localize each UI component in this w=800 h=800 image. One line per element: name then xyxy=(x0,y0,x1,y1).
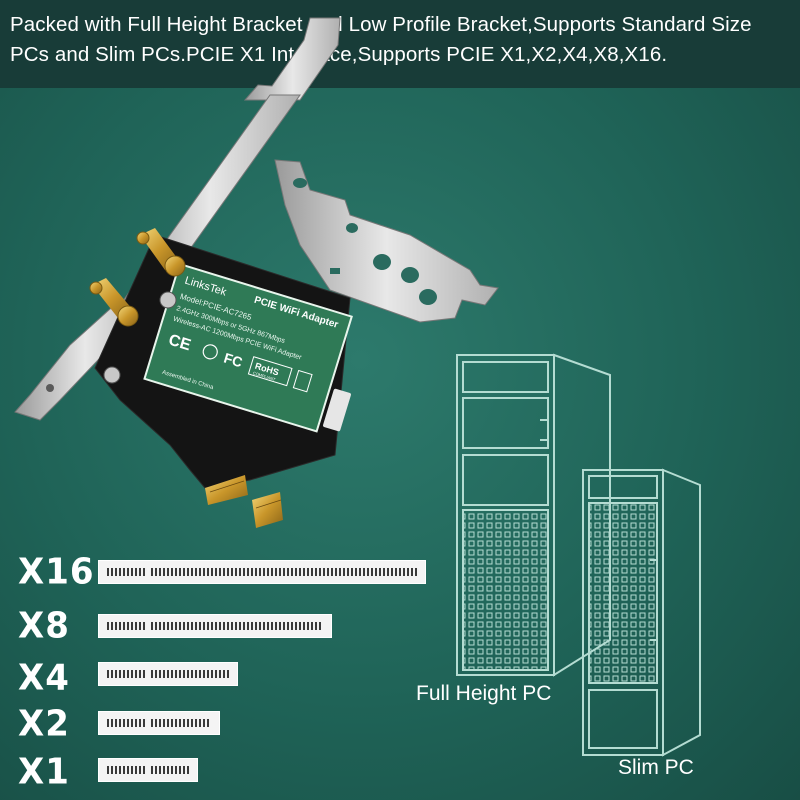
screw xyxy=(159,291,177,309)
rohs-compliant: COMPLIANT xyxy=(252,370,276,382)
full-height-pc xyxy=(456,353,611,677)
wifi-card: LinksTek PCIE WiFi Adapter Model:PCIE-AC… xyxy=(94,234,353,528)
slim-pc-label: Slim PC xyxy=(618,756,694,779)
slim-pc xyxy=(582,468,701,757)
fc-mark: FC xyxy=(222,350,245,371)
slot-label-x8: X8 xyxy=(18,605,70,647)
pcie-slot-x8 xyxy=(98,614,332,638)
low-profile-bracket xyxy=(274,159,499,323)
slot-label-x16: X16 xyxy=(18,551,95,593)
pcie-slot-x1 xyxy=(98,758,198,782)
antenna-connector-2 xyxy=(89,278,139,327)
ce-mark: CE xyxy=(166,332,193,355)
pcie-slot-x4 xyxy=(98,662,238,686)
weee-icon xyxy=(292,369,313,393)
pcie-slot-x16 xyxy=(98,560,426,584)
full-height-pc-label: Full Height PC xyxy=(416,682,552,705)
usb-header xyxy=(323,388,351,432)
pcie-slot-x2 xyxy=(98,711,220,735)
gold-connector-short xyxy=(205,475,248,505)
banner: Packed with Full Height Bracket and Low … xyxy=(0,0,800,88)
slot-label-x4: X4 xyxy=(18,657,70,699)
card-label: LinksTek PCIE WiFi Adapter Model:PCIE-AC… xyxy=(143,262,353,433)
antenna-connector-1 xyxy=(136,228,186,277)
slot-label-x1: X1 xyxy=(18,751,70,793)
screw xyxy=(103,366,121,384)
gold-connector-long xyxy=(252,492,283,528)
recycle-icon xyxy=(202,344,218,360)
slot-label-x2: X2 xyxy=(18,703,70,745)
banner-text: Packed with Full Height Bracket and Low … xyxy=(10,13,752,66)
